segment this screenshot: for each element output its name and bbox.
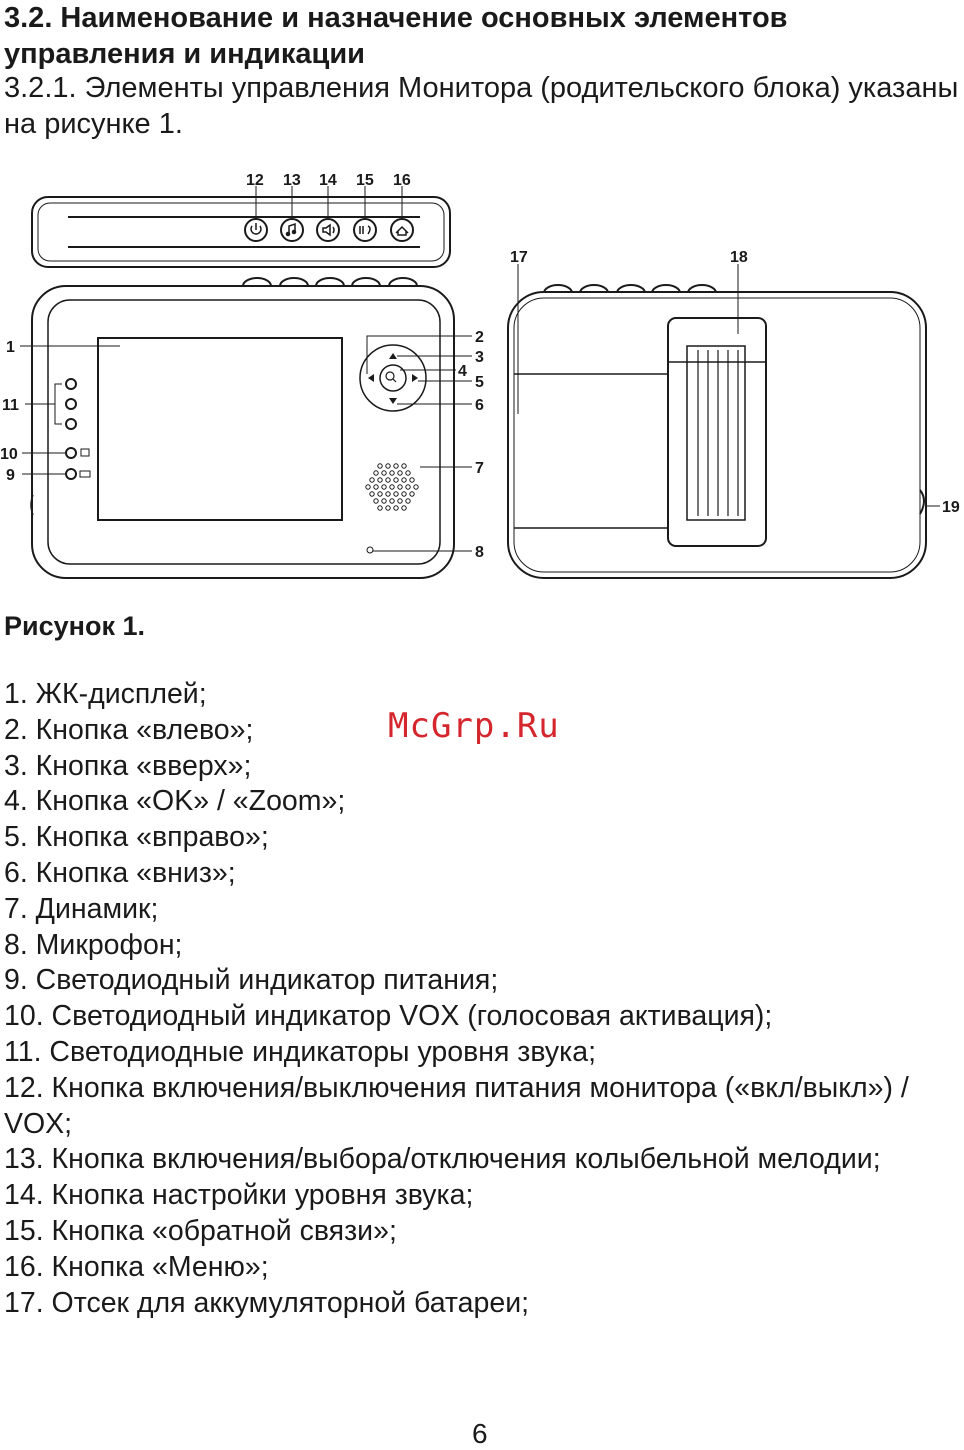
speaker-hole	[397, 470, 403, 476]
callout-4: 4	[458, 363, 467, 380]
list-item: 1. ЖК-дисплей;	[4, 678, 207, 710]
top-callouts	[255, 186, 403, 219]
callout-9: 9	[6, 467, 15, 484]
callout-18: 18	[730, 249, 748, 266]
list-item: 7. Динамик;	[4, 892, 159, 925]
speaker-hole	[405, 498, 411, 504]
list-item: 15. Кнопка «обратной связи»;	[4, 1214, 397, 1247]
callout-5: 5	[475, 374, 484, 391]
back-callouts	[517, 264, 940, 507]
front-callouts	[20, 335, 472, 552]
menu-home-icon	[395, 225, 409, 236]
back-view	[507, 284, 927, 579]
speaker-hole	[381, 470, 387, 476]
callout-10: 10	[0, 446, 18, 463]
callout-1: 1	[6, 339, 15, 356]
speaker-hole	[365, 484, 371, 490]
speaker-hole	[397, 484, 403, 490]
speaker-hole	[377, 477, 383, 483]
watermark: McGrp.Ru	[388, 706, 560, 746]
speaker-hole	[405, 470, 411, 476]
top-button-icons	[250, 222, 409, 237]
callout-17: 17	[510, 249, 528, 266]
element-list: 1. ЖК-дисплей; 2. Кнопка «влево»; 3. Кно…	[4, 677, 964, 1321]
speaker-hole	[409, 477, 415, 483]
speaker-hole	[393, 491, 399, 497]
list-item: 10. Светодиодный индикатор VOX (голосова…	[4, 1000, 773, 1033]
dpad-arrows	[368, 353, 418, 404]
speaker-hole	[377, 463, 383, 469]
speaker-hole	[405, 484, 411, 490]
power-icon	[250, 225, 262, 235]
up-arrow-icon	[389, 353, 397, 359]
callout-8: 8	[475, 544, 484, 561]
speaker-hole	[369, 491, 375, 497]
callout-2: 2	[475, 329, 484, 346]
list-item: 6. Кнопка «вниз»;	[4, 856, 236, 889]
speaker-hole	[397, 498, 403, 504]
callout-3: 3	[475, 349, 484, 366]
list-item: 12. Кнопка включения/выключения питания …	[4, 1071, 909, 1140]
speaker-hole	[373, 498, 379, 504]
list-item: 2. Кнопка «влево»;	[4, 713, 254, 746]
speaker-hole	[381, 498, 387, 504]
list-item: 13. Кнопка включения/выбора/отключения к…	[4, 1143, 881, 1176]
list-item: 9. Светодиодный индикатор питания;	[4, 964, 499, 997]
callout-14: 14	[319, 172, 337, 189]
speaker-hole	[373, 484, 379, 490]
speaker-hole	[413, 484, 419, 490]
speaker-hole	[401, 505, 407, 511]
front-view	[30, 277, 455, 579]
callout-15: 15	[356, 172, 374, 189]
callout-19: 19	[942, 499, 960, 516]
speaker-hole	[401, 477, 407, 483]
list-item: 16. Кнопка «Меню»;	[4, 1250, 269, 1283]
list-item: 3. Кнопка «вверх»;	[4, 749, 252, 782]
speaker-hole	[389, 484, 395, 490]
list-item: 4. Кнопка «OK» / «Zoom»;	[4, 785, 346, 818]
intro-paragraph: 3.2.1. Элементы управления Монитора (род…	[4, 72, 959, 140]
speaker-hole	[389, 470, 395, 476]
music-note-icon	[288, 222, 296, 234]
list-item: 11. Светодиодные индикаторы уровня звука…	[4, 1035, 597, 1068]
callout-11: 11	[2, 397, 19, 414]
down-arrow-icon	[389, 398, 397, 404]
list-item: 8. Микрофон;	[4, 928, 183, 961]
speaker-hole	[369, 477, 375, 483]
speaker-hole	[385, 505, 391, 511]
callout-12: 12	[246, 172, 264, 189]
section-heading: 3.2. Наименование и назначение основных …	[4, 2, 788, 70]
speaker-grille	[365, 463, 419, 511]
speaker-hole	[377, 505, 383, 511]
volume-icon	[322, 223, 331, 237]
figure-1-diagram: 12 13 14 15 16	[0, 172, 960, 579]
figure-caption: Рисунок 1.	[4, 611, 145, 641]
speaker-hole	[409, 491, 415, 497]
page-number: 6	[472, 1418, 488, 1449]
speaker-hole	[389, 498, 395, 504]
list-item: 5. Кнопка «вправо»;	[4, 821, 269, 854]
callout-13: 13	[283, 172, 301, 189]
speaker-hole	[385, 477, 391, 483]
speaker-hole	[381, 484, 387, 490]
list-item: 14. Кнопка настройки уровня звука;	[4, 1179, 474, 1212]
speaker-hole	[401, 491, 407, 497]
speaker-hole	[385, 463, 391, 469]
speaker-hole	[377, 491, 383, 497]
left-arrow-icon	[368, 374, 374, 382]
callout-6: 6	[475, 397, 484, 414]
top-view	[31, 196, 451, 268]
speaker-hole	[401, 463, 407, 469]
speaker-hole	[385, 491, 391, 497]
right-arrow-icon	[412, 374, 418, 382]
speaker-hole	[393, 477, 399, 483]
speaker-hole	[393, 505, 399, 511]
speaker-hole	[373, 470, 379, 476]
callout-7: 7	[475, 460, 484, 477]
speaker-hole	[393, 463, 399, 469]
list-item: 17. Отсек для аккумуляторной батареи;	[4, 1286, 530, 1319]
callout-16: 16	[393, 172, 411, 189]
talkback-icon	[359, 225, 371, 235]
